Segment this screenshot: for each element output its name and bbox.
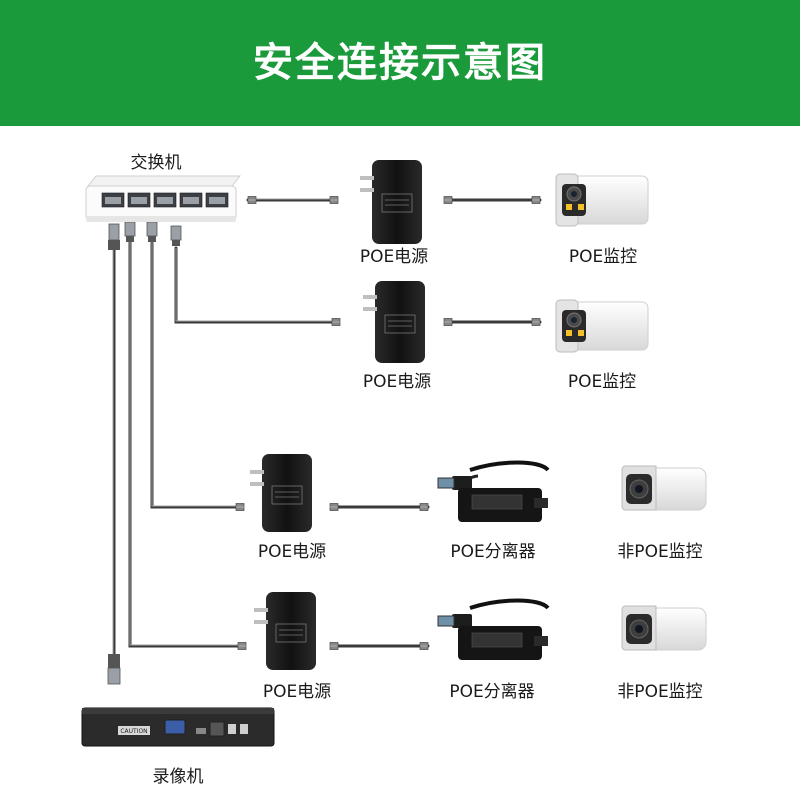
caution-label: CAUTION bbox=[120, 728, 147, 735]
cable-switch-to-power-4 bbox=[128, 238, 240, 648]
poe-power-adapter-4 bbox=[254, 592, 316, 670]
splitter-label-3: POE分离器 bbox=[450, 542, 536, 562]
nvr-recorder: CAUTION bbox=[81, 707, 275, 747]
power-label-1: POE电源 bbox=[359, 247, 429, 267]
nvr-label: 录像机 bbox=[152, 767, 204, 787]
power-label-3: POE电源 bbox=[257, 542, 327, 562]
poe-power-adapter-1 bbox=[360, 160, 422, 244]
nvr-plug bbox=[107, 654, 121, 685]
cable-switch-to-power-2 bbox=[174, 246, 334, 324]
title-banner: 安全连接示意图 bbox=[0, 0, 800, 126]
poe-camera-2 bbox=[555, 299, 649, 353]
poe-power-adapter-3 bbox=[250, 454, 312, 532]
switch-label: 交换机 bbox=[130, 153, 182, 173]
page-title: 安全连接示意图 bbox=[253, 40, 547, 86]
camera-label-2: POE监控 bbox=[567, 372, 637, 392]
power-label-2: POE电源 bbox=[362, 372, 432, 392]
network-switch bbox=[85, 175, 242, 222]
camera-label-4: 非POE监控 bbox=[617, 682, 703, 702]
switch-plugs bbox=[108, 221, 182, 250]
power-label-4: POE电源 bbox=[262, 682, 332, 702]
cable-group bbox=[112, 198, 542, 658]
camera-label-3: 非POE监控 bbox=[617, 542, 703, 562]
camera-label-1: POE监控 bbox=[568, 247, 638, 267]
non-poe-camera-1 bbox=[621, 465, 707, 511]
poe-power-adapter-2 bbox=[363, 281, 425, 363]
splitter-label-4: POE分离器 bbox=[449, 682, 535, 702]
non-poe-camera-2 bbox=[621, 605, 707, 651]
poe-camera-1 bbox=[555, 173, 649, 227]
poe-splitter-1 bbox=[437, 460, 550, 522]
cable-switch-to-power-3 bbox=[150, 238, 238, 509]
poe-splitter-2 bbox=[437, 598, 550, 660]
